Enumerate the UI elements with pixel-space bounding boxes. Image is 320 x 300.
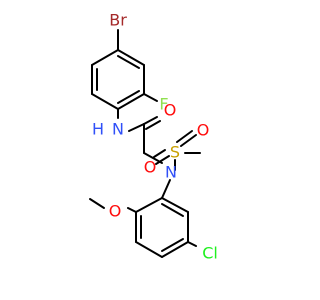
bond-o-methyl <box>89 198 105 209</box>
sulfur-atom: S <box>170 143 180 162</box>
bond-c-cl <box>187 241 197 247</box>
bond <box>91 93 119 110</box>
amide-hydrogen-atom: H <box>92 120 104 139</box>
chloromethoxyphenyl-ring <box>135 197 189 258</box>
bond <box>117 90 140 104</box>
bond-c-f <box>143 93 158 102</box>
bond-carbonyl-o-double <box>145 120 161 130</box>
bond <box>117 93 145 110</box>
bond <box>161 238 184 252</box>
bond-c-o-methoxy <box>127 207 137 213</box>
bond-s-o-lower <box>155 155 170 165</box>
chemical-structure: Br F N H O N S O O O Cl <box>89 11 218 263</box>
bond <box>161 203 184 217</box>
bond <box>135 241 163 258</box>
bond <box>117 49 145 66</box>
chlorine-atom: Cl <box>202 244 218 263</box>
bromofluorophenyl-ring <box>91 49 145 110</box>
bond-n-aryl <box>161 179 171 199</box>
carbonyl-oxygen-atom: O <box>164 101 177 120</box>
methoxy-oxygen-atom: O <box>109 202 122 221</box>
bond-s-o-upper-double <box>176 130 193 143</box>
bond-s-o-lower-double <box>153 149 166 158</box>
bond <box>161 197 189 213</box>
bond-nh-carbonyl <box>128 123 145 132</box>
bromine-atom: Br <box>109 11 127 30</box>
amide-nitrogen-atom: N <box>112 120 124 139</box>
bond-s-o-upper <box>180 134 197 147</box>
bond <box>161 241 189 258</box>
bond-carbonyl-o <box>143 116 158 125</box>
fluorine-atom: F <box>159 95 168 114</box>
bond <box>117 55 140 69</box>
bond <box>91 49 119 66</box>
sulfonamide-nitrogen-atom: N <box>165 163 177 182</box>
sulfonyl-oxygen-lower-atom: O <box>144 158 157 177</box>
sulfonyl-oxygen-upper-atom: O <box>197 121 210 140</box>
bond <box>135 197 163 213</box>
